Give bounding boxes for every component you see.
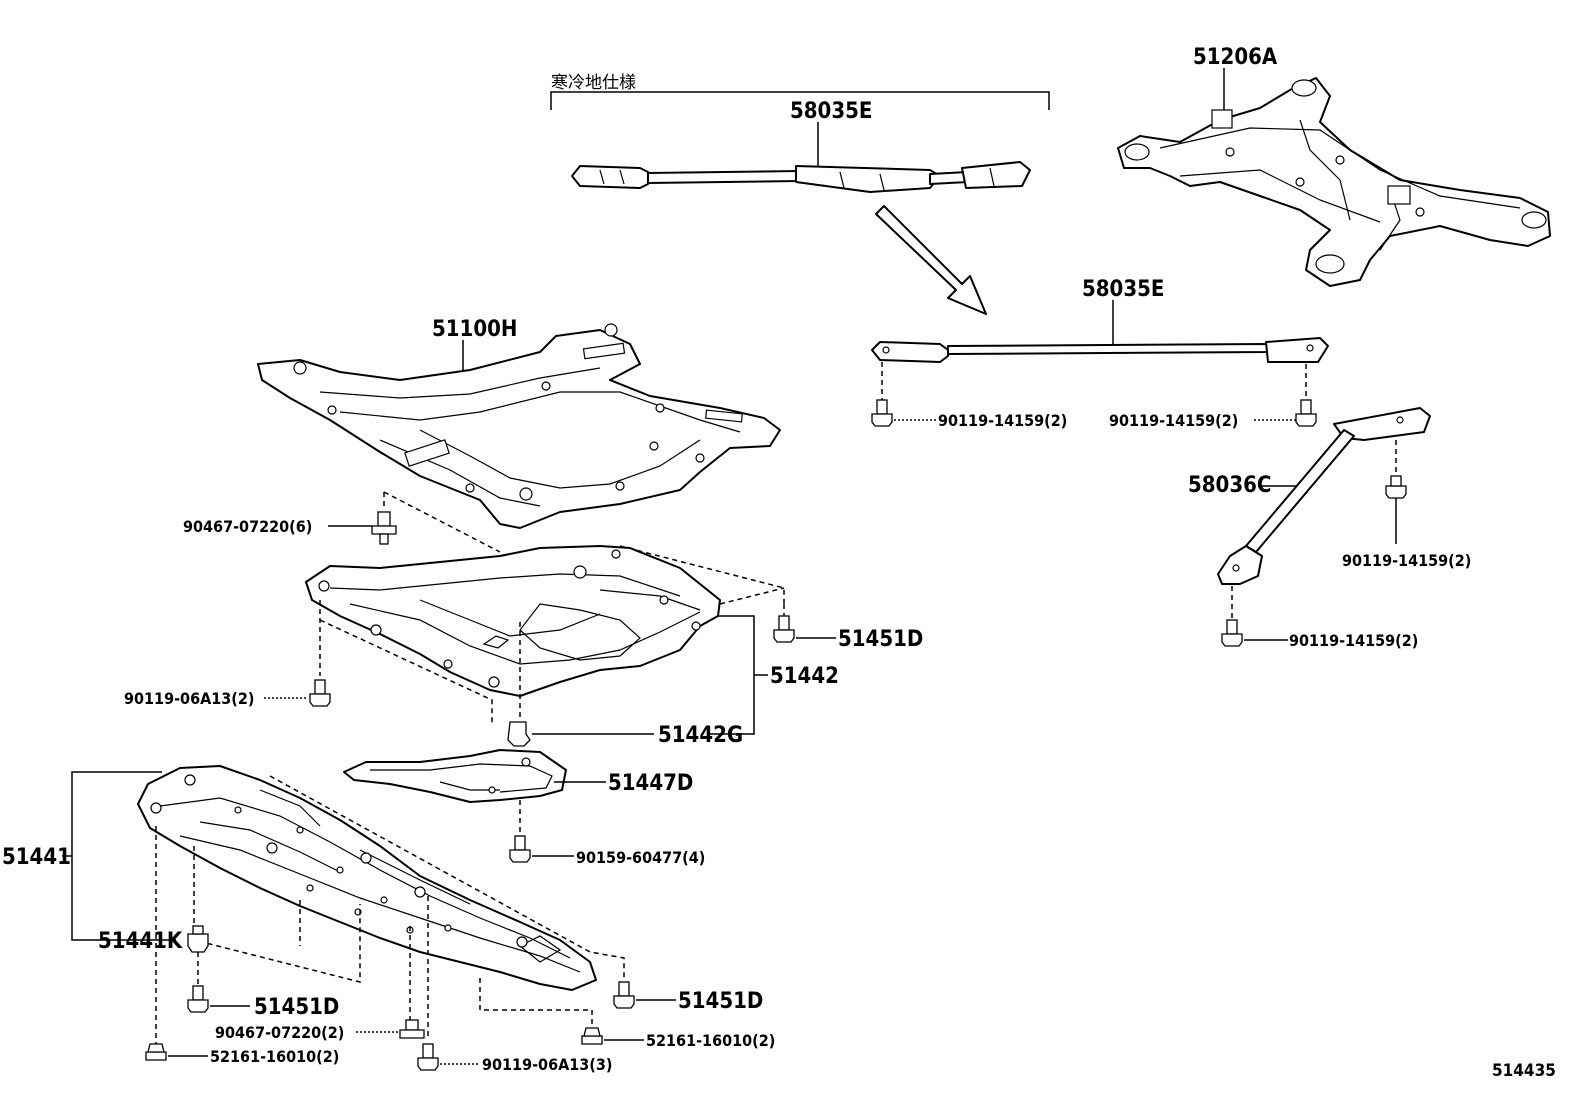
brace-58036C[interactable]: 58036C	[1188, 407, 1431, 585]
part-51451D-a-label[interactable]: 51451D	[838, 627, 923, 652]
bolt-51451D-b[interactable]	[187, 985, 209, 1013]
bolt-90119-06A13-3[interactable]	[417, 1043, 439, 1071]
rear-subframe-51206A[interactable]: 51206A	[1117, 45, 1551, 287]
bolt-90119-14159-c2[interactable]	[1221, 619, 1243, 647]
part-58036C-label[interactable]: 58036C	[1188, 473, 1271, 498]
part-52161-16010-a-label[interactable]: 52161-16010(2)	[210, 1047, 339, 1066]
under-cover-51441[interactable]	[137, 765, 597, 991]
part-90119-14159-c1-label[interactable]: 90119-14159(2)	[1342, 551, 1471, 570]
bolt-90119-14159-c1[interactable]	[1385, 475, 1407, 499]
clip-52161-16010-b[interactable]	[581, 1027, 603, 1045]
part-51442G-label[interactable]: 51442G	[658, 723, 743, 748]
part-51442-label[interactable]: 51442	[770, 664, 839, 689]
part-51451D-c-label[interactable]: 51451D	[678, 989, 763, 1014]
stabilizer-bar-58035E[interactable]: 58035E	[871, 277, 1329, 363]
bolt-90467-07220-2[interactable]	[399, 1019, 425, 1039]
bolt-90467-07220-6[interactable]	[371, 511, 397, 545]
clip-51441K[interactable]	[187, 925, 209, 953]
part-90467-07220-2-label[interactable]: 90467-07220(2)	[215, 1023, 344, 1042]
bolt-51451D-c[interactable]	[613, 981, 635, 1009]
part-58035E-top-label[interactable]: 58035E	[790, 99, 872, 124]
part-51447D-label[interactable]: 51447D	[608, 771, 693, 796]
clip-51442G[interactable]	[507, 721, 531, 747]
part-51451D-b-label[interactable]: 51451D	[254, 995, 339, 1020]
part-51441-label[interactable]: 51441	[2, 845, 71, 870]
part-90119-06A13-2-label[interactable]: 90119-06A13(2)	[124, 689, 254, 708]
part-90119-14159-right-label[interactable]: 90119-14159(2)	[1109, 411, 1238, 430]
part-90159-60477-label[interactable]: 90159-60477(4)	[576, 848, 705, 867]
diagram-id: 514435	[1492, 1061, 1556, 1081]
cold-region-group: 寒冷地仕様 58035E	[550, 73, 1050, 193]
direction-arrow	[875, 205, 987, 315]
front-subframe-51100H[interactable]: 51100H	[257, 317, 781, 529]
bolt-90119-06A13-2[interactable]	[309, 679, 331, 707]
part-51441K-label[interactable]: 51441K	[98, 929, 183, 954]
part-52161-16010-b-label[interactable]: 52161-16010(2)	[646, 1031, 775, 1050]
bolt-90119-14159-left[interactable]	[871, 399, 893, 427]
part-90467-07220-6-label[interactable]: 90467-07220(6)	[183, 517, 312, 536]
bolt-90159-60477[interactable]	[509, 835, 531, 863]
part-51206A-label[interactable]: 51206A	[1193, 45, 1278, 70]
part-90119-14159-c2-label[interactable]: 90119-14159(2)	[1289, 631, 1418, 650]
cold-region-bracket	[550, 91, 1050, 110]
stabilizer-bar-top[interactable]	[571, 161, 1031, 193]
clip-52161-16010-a[interactable]	[145, 1043, 167, 1061]
part-58035E-label[interactable]: 58035E	[1082, 277, 1164, 302]
cover-51447D[interactable]	[343, 749, 567, 803]
part-90119-06A13-3-label[interactable]: 90119-06A13(3)	[482, 1055, 612, 1074]
under-cover-51442[interactable]	[305, 545, 721, 697]
part-90119-14159-left-label[interactable]: 90119-14159(2)	[938, 411, 1067, 430]
bolt-90119-14159-right[interactable]	[1295, 399, 1317, 427]
part-51100H-label[interactable]: 51100H	[432, 317, 517, 342]
cold-region-label: 寒冷地仕様	[551, 73, 636, 93]
bolt-51451D-a[interactable]	[773, 615, 795, 643]
